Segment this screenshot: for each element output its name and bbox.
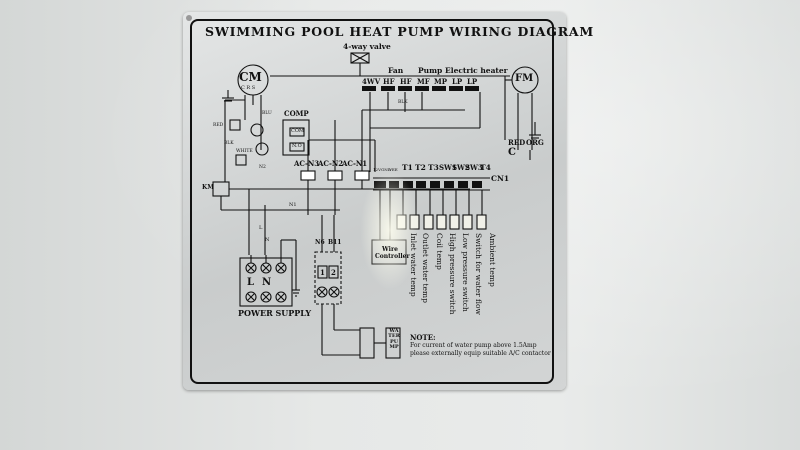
relay-lp-1: LP (452, 77, 463, 86)
pump-terminal-n6: N6 (315, 239, 325, 246)
water-pump-label: WATER PUMP (388, 328, 400, 350)
wire-code-blu: BLU (262, 111, 272, 116)
power-terminal-n: N (262, 277, 272, 288)
sensor-high-pressure-switch: High pressure switch (448, 233, 457, 315)
term-gnd: GND (381, 167, 391, 172)
term-sw2: SW2 (452, 163, 470, 172)
fm-wire-red: RED (508, 138, 526, 147)
diagram-title: SWIMMING POOL HEAT PUMP WIRING DIAGRAM (205, 24, 595, 39)
note-line-1: For current of water pump above 1.5Amp (410, 342, 537, 349)
fan-group-label: Fan (388, 66, 404, 75)
term-t3: T3 (428, 163, 439, 172)
wire-code-n2: N2 (259, 165, 266, 170)
wire-code-blk-2: BLK (224, 141, 234, 146)
sensor-ambient-temp: Ambient temp (488, 233, 497, 287)
fm-wire-org: ORG (526, 138, 544, 147)
wire-controller-label: Wire Controller (375, 246, 410, 260)
note-line-2: please externally equip suitable A/C con… (410, 350, 551, 357)
wire-code-l: L (259, 225, 263, 231)
compressor-terminals: C R S (241, 85, 256, 91)
term-sw1: SW1 (439, 163, 457, 172)
relay-mf: MF (417, 77, 430, 86)
sensor-coil-temp: Coil temp (435, 233, 444, 270)
corner-screw (186, 15, 192, 21)
ac-n1-label: AC-N1 (342, 159, 368, 168)
km-contactor (212, 181, 230, 197)
wire-code-n1: N1 (289, 202, 297, 208)
term-t2: T2 (415, 163, 426, 172)
note-title: NOTE: (410, 333, 436, 342)
compressor-label: CM (239, 70, 262, 84)
comp-box-title: COMP (284, 109, 309, 118)
pump-terminal-block (314, 251, 342, 305)
pump-term-num-2: 2 (331, 268, 336, 277)
sensor-outlet-water-temp: Outlet water temp (421, 233, 430, 303)
term-sw3: SW3 (465, 163, 483, 172)
heater-group-label: Electric heater (445, 66, 508, 75)
pump-group-label: Pump (418, 66, 443, 75)
wire-code-white: WHITE (236, 149, 253, 154)
wire-code-n: N (265, 237, 270, 243)
relay-hf-2: HF (400, 77, 412, 86)
relay-hf-1: HF (383, 77, 395, 86)
term-t1: T1 (402, 163, 413, 172)
comp-terminal-com: COM (291, 128, 305, 134)
sensor-low-pressure-switch: Low pressure switch (461, 233, 470, 312)
water-pump-symbol (359, 327, 375, 359)
relay-mp: MP (434, 77, 448, 86)
term-vee: VEE (389, 167, 398, 172)
relay-4wv: 4WV (362, 77, 381, 86)
km-label: KM (202, 184, 214, 191)
fan-motor-label: FM (515, 73, 534, 84)
sensor-water-flow-switch: Switch for water flow (474, 233, 483, 315)
valve-label: 4-way valve (343, 42, 391, 51)
term-12v: 12V (373, 167, 381, 172)
power-terminal-l: L (247, 277, 255, 288)
cn1-label: CN1 (491, 174, 510, 183)
comp-terminal-no: N.O (292, 143, 302, 149)
light-glare (360, 170, 420, 290)
ac-n3-label: AC-N3 (294, 159, 320, 168)
pump-term-num-1: 1 (320, 268, 325, 277)
power-supply-label: POWER SUPPLY (238, 308, 312, 318)
ac-n2-label: AC-N2 (318, 159, 344, 168)
relay-lp-2: LP (467, 77, 478, 86)
fm-capacitor-label: C (508, 147, 516, 158)
term-t4: T4 (480, 163, 491, 172)
wire-code-blk: BLK (398, 100, 408, 105)
sensor-inlet-water-temp: Inlet water temp (409, 233, 418, 297)
wire-code-red: RED (213, 123, 224, 128)
diagram-frame (190, 19, 554, 384)
pump-terminal-b11: B11 (328, 239, 342, 246)
